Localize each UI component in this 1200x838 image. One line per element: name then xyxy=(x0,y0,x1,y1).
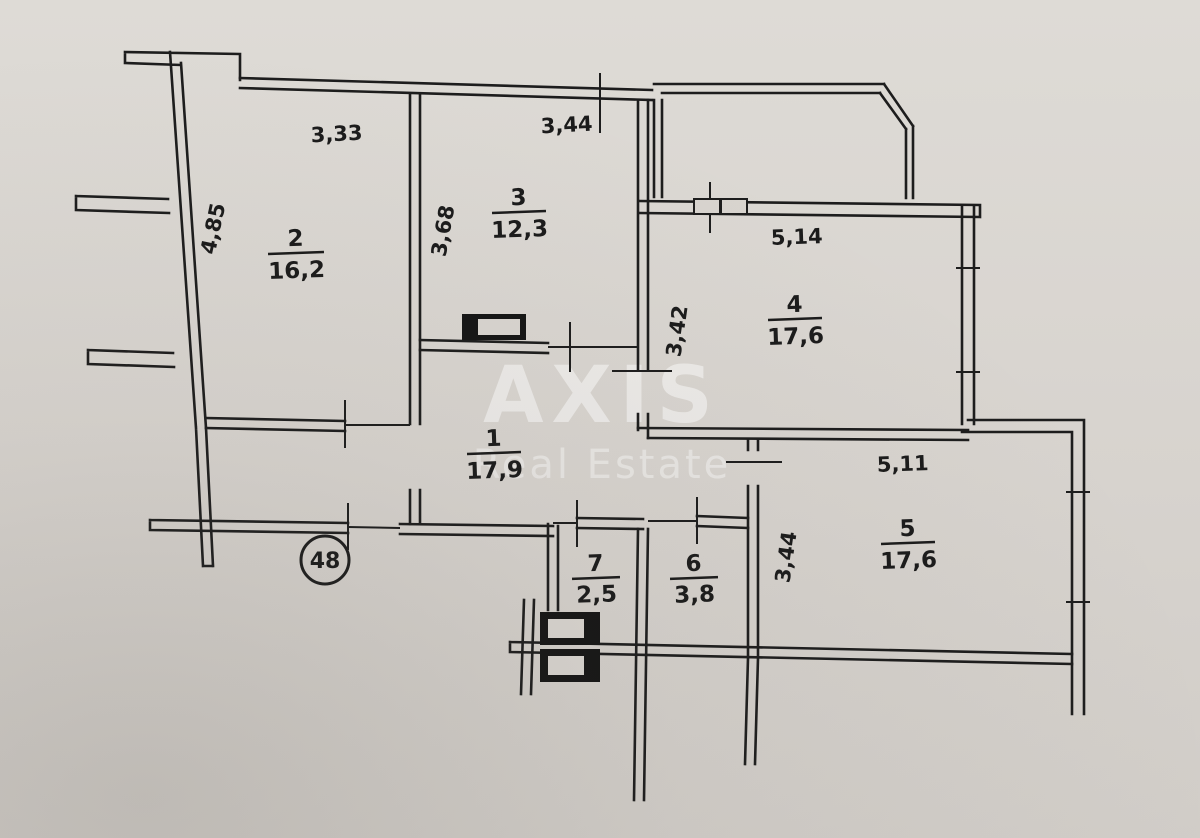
room-6-area: 3,8 xyxy=(674,581,716,608)
shaft-fixture-lower-inner xyxy=(548,656,584,675)
room-7-area: 2,5 xyxy=(576,581,618,608)
dim-room-3-top: 3,44 xyxy=(540,112,593,139)
room-4-number: 4 xyxy=(786,292,803,319)
unit-number-label: 48 xyxy=(310,549,341,574)
room-1-number: 1 xyxy=(485,426,502,453)
room-2-area: 16,2 xyxy=(268,257,326,285)
room-4-area: 17,6 xyxy=(767,323,825,351)
balcony-door-frame-left xyxy=(693,198,721,215)
room-6-number: 6 xyxy=(685,551,702,578)
room-2-number: 2 xyxy=(287,226,304,253)
room-5-number: 5 xyxy=(899,516,916,543)
room-5-area: 17,6 xyxy=(880,547,938,575)
kitchen-fixture-inner xyxy=(478,319,520,335)
door-entrance-threshold xyxy=(347,526,401,529)
room-7-number: 7 xyxy=(587,551,604,578)
room-7-divider xyxy=(571,575,621,581)
room-1-area: 17,9 xyxy=(466,457,524,485)
dim-room-5-top: 5,11 xyxy=(876,451,929,477)
dim-room-2-top: 3,33 xyxy=(310,121,363,148)
room-3-number: 3 xyxy=(510,185,527,212)
dim-room-4-top: 5,14 xyxy=(770,224,823,250)
room-6-divider xyxy=(669,575,719,581)
balcony-door-frame-right xyxy=(720,198,748,215)
room-3-area: 12,3 xyxy=(491,216,549,244)
shaft-fixture-upper-inner xyxy=(548,619,584,638)
